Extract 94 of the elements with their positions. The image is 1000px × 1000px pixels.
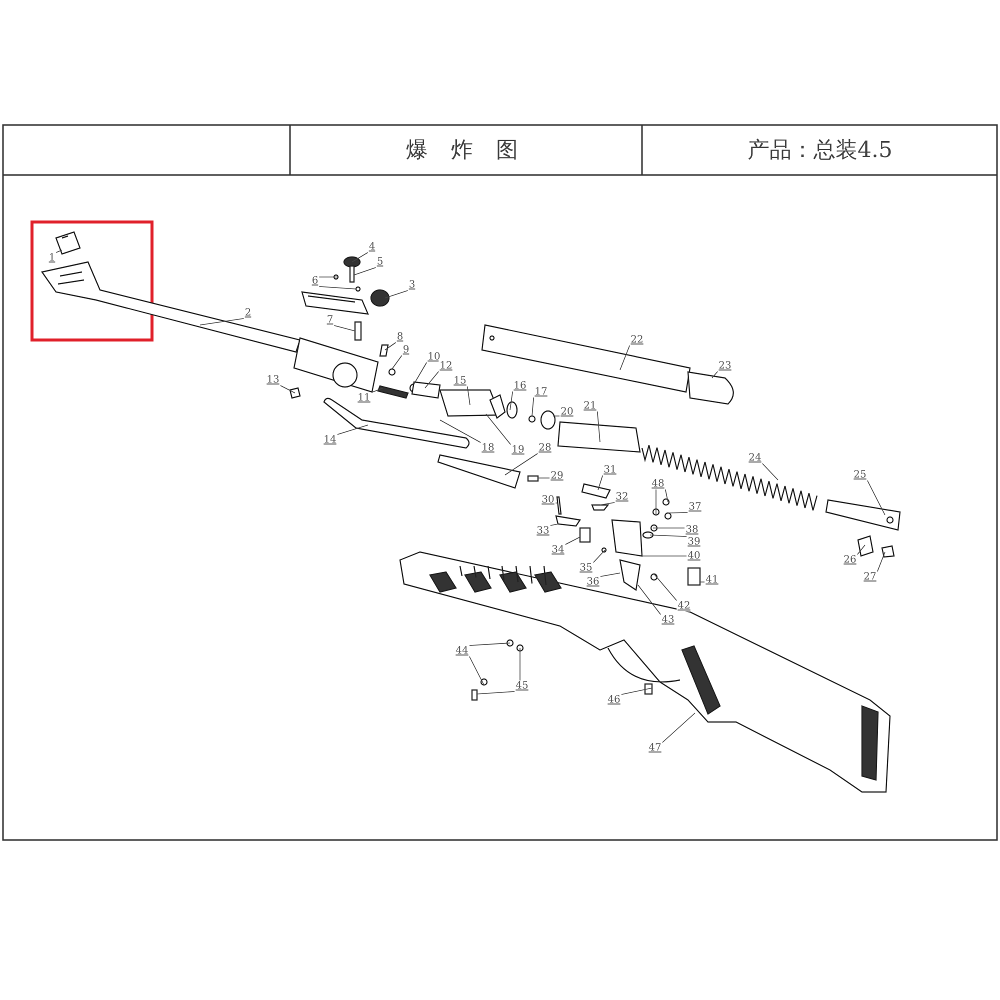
leader-line [668,512,688,514]
callout-number: 18 [480,442,496,454]
leader-line [664,489,668,502]
leader-line [620,688,652,695]
leader-line [468,656,484,686]
leader-line [318,286,356,290]
leader-line [414,362,428,384]
leader-line [486,414,512,445]
callout-number: 44 [454,646,470,656]
callout-number: 15 [452,376,468,386]
leader-line [318,276,338,278]
callout-number: 40 [686,550,702,562]
leader-line [384,342,396,350]
leader-line [596,411,600,442]
leader-line [876,552,886,572]
leader-line [662,712,696,743]
callout-number: 19 [510,444,526,456]
callout-number: 26 [842,554,858,566]
leader-line [762,463,778,480]
callout-number: 12 [438,360,454,372]
callout-number: 1 [48,252,56,264]
callout-number: 7 [326,314,334,326]
leader-line [476,691,516,694]
callout-number: 41 [704,574,720,586]
callout-number: 37 [688,502,702,512]
callout-number: 46 [606,694,622,706]
callout-number: 35 [578,562,594,574]
callout-number: 3 [408,280,416,290]
callout-number: 21 [582,400,598,412]
callout-number: 5 [376,256,384,268]
callout-number: 43 [660,614,676,626]
callout-number: 32 [614,492,630,502]
leader-line [384,290,408,298]
leader-line [352,252,368,262]
leader-line [638,584,662,615]
leader-line [200,318,244,326]
leader-line [370,388,384,393]
leader-line [392,355,402,370]
leader-line [654,574,678,601]
callout-number: 22 [630,334,644,346]
callout-number: 47 [648,742,662,754]
callout-number: 8 [396,332,404,342]
callout-number: 33 [536,526,550,536]
callout-number: 10 [426,352,442,362]
callout-number: 30 [540,494,556,506]
leader-line [424,371,440,388]
leader-line [532,397,534,416]
leader-line [856,544,866,555]
leader-line [440,420,482,443]
leader-line [600,502,616,506]
callout-number: 34 [550,544,566,556]
callout-number: 2 [244,308,252,318]
callout-number: 16 [512,380,528,392]
leader-line [598,475,604,490]
leader-line [650,534,688,537]
leader-line [468,642,510,646]
callout-number: 29 [550,470,564,482]
leader-line [510,391,514,410]
leader-line [334,325,356,332]
callout-number: 11 [356,392,372,404]
callout-number: 42 [676,600,692,612]
callout-number: 6 [310,276,320,286]
drawing-title: 爆 炸 图 [406,137,526,165]
callout-number: 38 [684,524,700,536]
leader-line [592,550,606,563]
callout-number: 17 [534,386,548,398]
callout-number: 39 [686,536,702,548]
leader-line [336,424,368,435]
leader-line [504,453,538,476]
callout-number: 48 [650,478,666,490]
leader-line [866,480,886,516]
callout-number: 13 [266,374,280,386]
callout-number: 24 [748,452,762,464]
callout-number: 20 [560,406,574,418]
leader-line [550,524,558,526]
callout-number: 4 [368,242,376,252]
product-label: 产品：总装4.5 [748,137,892,165]
callout-number: 36 [586,576,600,588]
callout-number: 27 [862,572,878,582]
leader-line [620,345,630,370]
callout-number: 45 [514,680,530,692]
leader-line [280,385,296,394]
callout-number: 23 [718,360,732,372]
callout-number: 14 [322,434,338,446]
leader-line [600,572,620,577]
leader-line [466,386,470,406]
leader-line [712,371,718,378]
leader-line [56,250,62,253]
callout-number: 31 [602,464,618,476]
callout-number: 28 [538,442,552,454]
leader-line [354,267,376,276]
leader-line [564,536,580,545]
callout-number: 9 [402,344,410,356]
callout-number: 25 [852,470,868,480]
